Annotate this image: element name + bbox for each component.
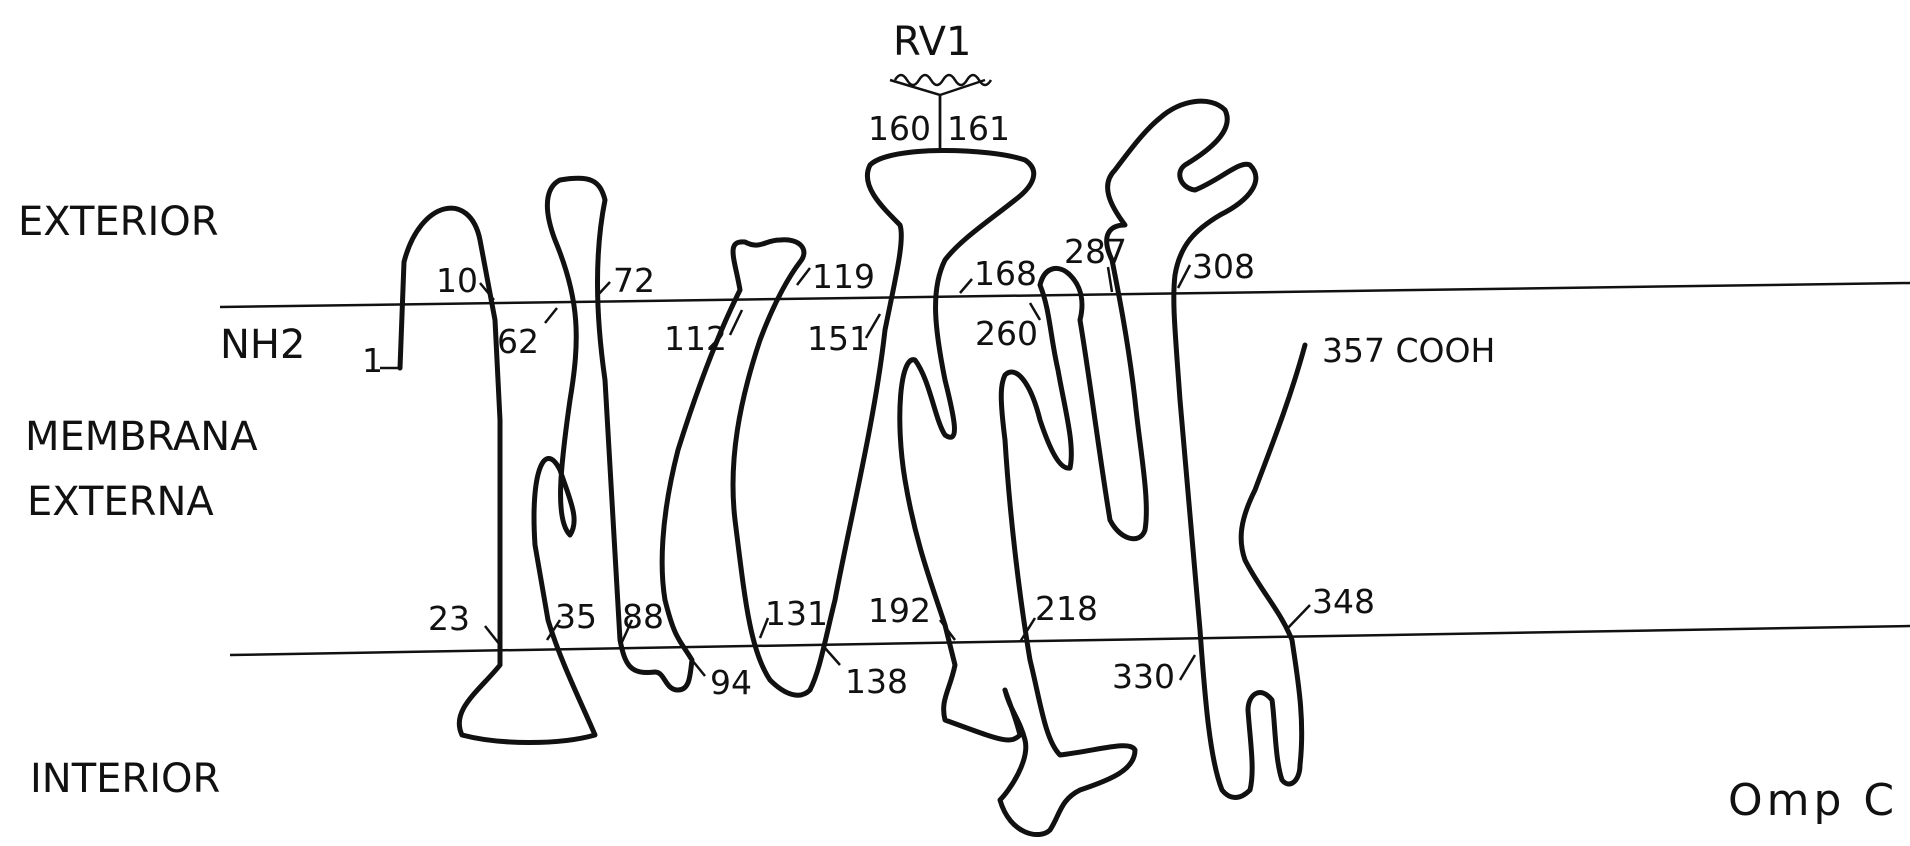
c-terminus-label: 357 COOH — [1322, 331, 1495, 370]
inner-membrane-boundary — [230, 626, 1910, 655]
exterior-label: EXTERIOR — [18, 199, 219, 245]
residue-label-72: 72 — [613, 261, 655, 300]
residue-label-112: 112 — [664, 319, 727, 358]
residue-label-131: 131 — [765, 594, 828, 633]
residue-label-260: 260 — [975, 314, 1038, 353]
residue-label-119: 119 — [812, 257, 875, 296]
residue-tick-330 — [1180, 655, 1195, 680]
residue-label-35: 35 — [555, 597, 597, 636]
residue-label-62: 62 — [497, 322, 539, 361]
residue-label-192: 192 — [868, 591, 931, 630]
residue-label-348: 348 — [1312, 582, 1375, 621]
polypeptide-chain — [400, 101, 1305, 834]
residue-tick-348 — [1286, 605, 1310, 630]
residue-label-160: 160 — [868, 109, 931, 148]
residue-label-218: 218 — [1035, 589, 1098, 628]
residue-1-label: 1 — [362, 341, 383, 380]
n-terminus-label: NH2 — [220, 322, 305, 368]
residue-label-161: 161 — [947, 109, 1010, 148]
residue-tick-62 — [545, 308, 557, 323]
residue-label-88: 88 — [622, 597, 664, 636]
residue-label-287: 287 — [1064, 232, 1127, 271]
residue-label-23: 23 — [428, 599, 470, 638]
epitope-cone — [890, 80, 985, 95]
residue-tick-138 — [825, 648, 840, 665]
protein-name: Omp C — [1728, 775, 1898, 826]
residue-tick-308 — [1178, 265, 1190, 288]
residue-tick-94 — [692, 660, 705, 676]
residue-tick-112 — [730, 310, 742, 335]
residue-label-10: 10 — [436, 261, 478, 300]
residue-label-330: 330 — [1112, 657, 1175, 696]
residue-tick-168 — [960, 279, 972, 293]
residue-label-308: 308 — [1192, 247, 1255, 286]
interior-label: INTERIOR — [30, 756, 220, 802]
residue-label-138: 138 — [845, 662, 908, 701]
membrane-label-line2: EXTERNA — [27, 479, 214, 525]
residue-tick-119 — [797, 268, 810, 285]
residue-label-151: 151 — [807, 319, 870, 358]
epitope-label: RV1 — [893, 19, 971, 65]
residue-label-168: 168 — [974, 254, 1037, 293]
residue-label-94: 94 — [710, 663, 752, 702]
membrane-label-line1: MEMBRANA — [25, 414, 258, 460]
